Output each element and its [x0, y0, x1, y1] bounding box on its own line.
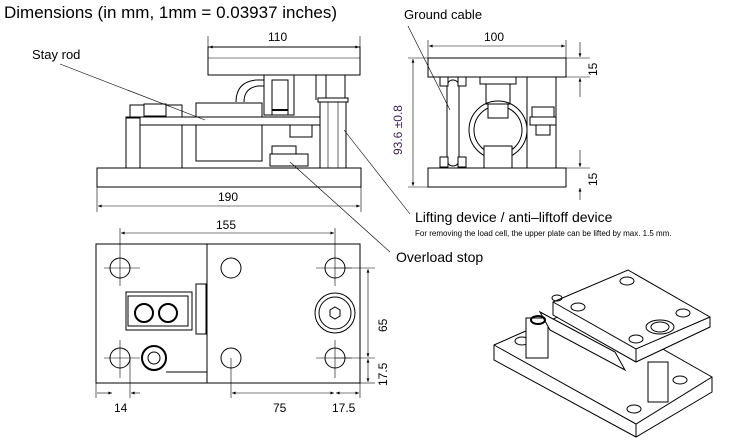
- dim-edge-left: 14: [114, 401, 128, 415]
- ground-cable-leader: [407, 25, 451, 111]
- isometric-view: [493, 269, 713, 438]
- dim-edge-v: 17.5: [376, 362, 390, 386]
- dim-hole-span: 155: [216, 218, 237, 232]
- side-view: [408, 40, 590, 200]
- dim-top-width: 110: [268, 30, 288, 44]
- page-title: Dimensions (in mm, 1mm = 0.03937 inches): [4, 3, 338, 22]
- lifting-device-leader: [343, 129, 411, 215]
- dim-side-height: 93.6 ±0.8: [391, 105, 405, 155]
- lifting-device-note: For removing the load cell, the upper pl…: [415, 229, 672, 238]
- dim-hole-pitch-v: 65: [376, 318, 390, 332]
- front-view: [96, 36, 362, 212]
- overload-stop-label: Overload stop: [396, 249, 484, 265]
- lifting-device-label: Lifting device / anti–liftoff device: [415, 209, 613, 225]
- dim-side-width: 100: [484, 30, 505, 44]
- ground-cable-label: Ground cable: [404, 7, 483, 22]
- dim-bottom-plate: 15: [586, 172, 600, 186]
- stay-rod-leader: [59, 63, 206, 121]
- stay-rod-label: Stay rod: [32, 47, 81, 62]
- dim-edge-right: 17.5: [332, 401, 356, 415]
- top-view: [95, 228, 375, 398]
- dim-top-plate: 15: [586, 62, 600, 76]
- dim-base-width: 190: [218, 190, 239, 204]
- dim-hole-pitch-h: 75: [273, 401, 287, 415]
- overload-stop-leader: [289, 161, 391, 253]
